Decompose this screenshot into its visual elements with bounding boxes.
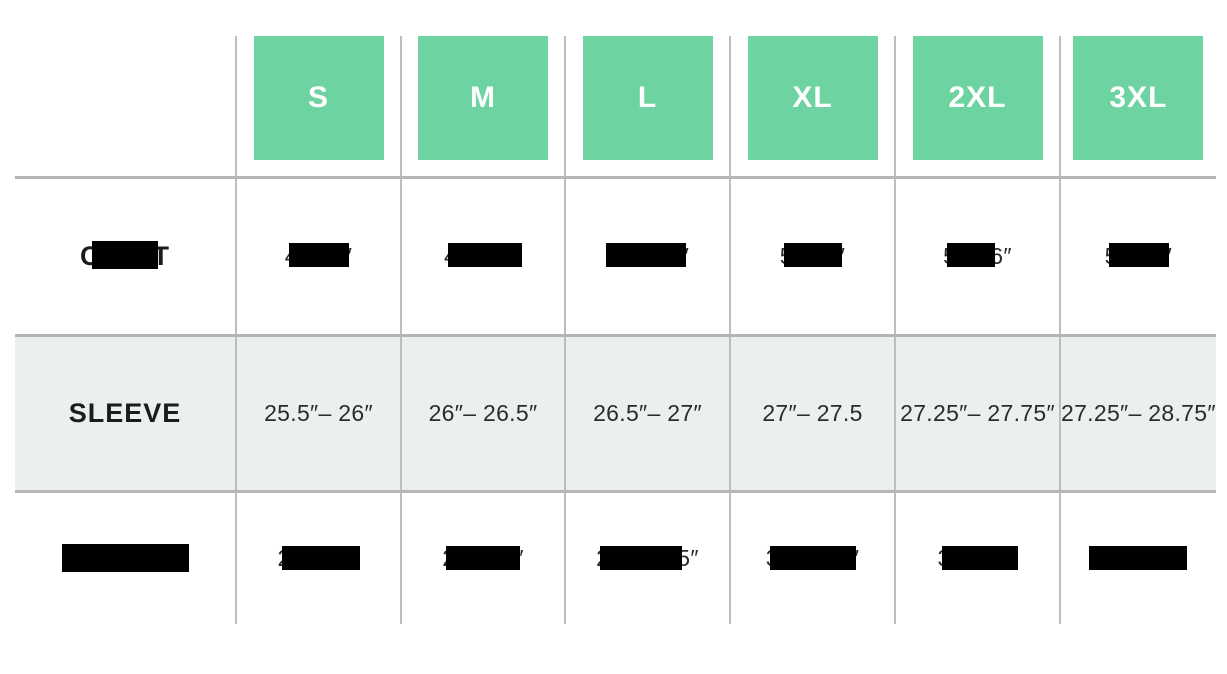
row-label-sleeve: SLEEVE xyxy=(15,333,236,491)
redaction-bar xyxy=(783,243,842,268)
redaction-bar xyxy=(1089,545,1188,570)
redaction-bar xyxy=(941,545,1018,570)
cell-redacted-row-m: 2″ xyxy=(400,489,565,624)
cell-chest-s: 4″ xyxy=(235,175,401,335)
size-header-l: L xyxy=(564,36,730,177)
size-header-m: M xyxy=(400,36,565,177)
cell-chest-m: 4 xyxy=(400,175,565,335)
redaction-bar xyxy=(288,243,349,268)
cell-chest-3xl: 5″ xyxy=(1059,175,1216,335)
size-badge-xl: XL xyxy=(747,36,878,160)
visible-text-fragment: 27.25″– 28.75″ xyxy=(1061,399,1216,426)
corner-cell xyxy=(15,36,236,177)
size-header-s: S xyxy=(235,36,401,177)
visible-text-fragment: 26″– 26.5″ xyxy=(428,399,538,426)
cell-sleeve-xl: 27″– 27.5 xyxy=(729,333,895,491)
size-badge-2xl: 2XL xyxy=(912,36,1043,160)
cell-chest-xl: 5″ xyxy=(729,175,895,335)
size-header-2xl: 2XL xyxy=(894,36,1060,177)
visible-text-fragment: 26.5″– 27″ xyxy=(593,399,702,426)
redaction-bar xyxy=(448,243,523,268)
cell-sleeve-l: 26.5″– 27″ xyxy=(564,333,730,491)
table-row-redacted-row: 22″25″3″3 xyxy=(15,489,1216,624)
visible-text-fragment: SLEEVE xyxy=(68,397,182,428)
cell-sleeve-2xl: 27.25″– 27.75″ xyxy=(894,333,1060,491)
header-row: S M L XL 2XL 3XL xyxy=(15,36,1216,177)
redaction-bar xyxy=(61,543,189,572)
size-badge-l: L xyxy=(582,36,713,160)
row-label-redacted-row xyxy=(15,489,236,624)
redaction-bar xyxy=(769,545,856,570)
cell-redacted-row-xl: 3″ xyxy=(729,489,895,624)
size-badge-m: M xyxy=(418,36,548,160)
visible-text-fragment: 27.25″– 27.75″ xyxy=(900,399,1055,426)
visible-text-fragment: 27″– 27.5 xyxy=(762,399,863,426)
cell-sleeve-s: 25.5″– 26″ xyxy=(235,333,401,491)
visible-text-fragment: 6″ xyxy=(990,242,1012,269)
visible-text-fragment: 5″ xyxy=(677,544,699,571)
table-row-chest: CT4″4″5″56″5″ xyxy=(15,175,1216,335)
size-header-3xl: 3XL xyxy=(1059,36,1216,177)
size-badge-label: L xyxy=(637,81,658,114)
cell-chest-l: ″ xyxy=(564,175,730,335)
redaction-bar xyxy=(605,243,686,268)
redaction-bar xyxy=(947,243,996,268)
redaction-bar xyxy=(91,241,158,270)
size-header-xl: XL xyxy=(729,36,895,177)
redaction-bar xyxy=(1108,243,1169,268)
redaction-bar xyxy=(281,545,360,570)
size-badge-3xl: 3XL xyxy=(1073,36,1204,160)
size-badge-label: S xyxy=(307,81,329,114)
table-row-sleeve: SLEEVE 25.5″– 26″ 26″– 26.5″ 26.5″– 27″ 27″–… xyxy=(15,333,1216,491)
size-header-row: S M L XL 2XL 3XL xyxy=(15,36,1216,177)
redaction-bar xyxy=(446,545,521,570)
size-badge-label: 2XL xyxy=(948,81,1007,114)
size-badge-label: XL xyxy=(792,81,833,114)
redaction-bar xyxy=(600,545,683,570)
cell-redacted-row-s: 2 xyxy=(235,489,401,624)
cell-redacted-row-l: 25″ xyxy=(564,489,730,624)
visible-text-fragment: 25.5″– 26″ xyxy=(264,399,373,426)
cell-redacted-row-3xl xyxy=(1059,489,1216,624)
size-badge-label: M xyxy=(470,81,496,114)
cell-chest-2xl: 56″ xyxy=(894,175,1060,335)
cell-sleeve-m: 26″– 26.5″ xyxy=(400,333,565,491)
cell-redacted-row-2xl: 3 xyxy=(894,489,1060,624)
size-badge-label: 3XL xyxy=(1109,81,1168,114)
cell-sleeve-3xl: 27.25″– 28.75″ xyxy=(1059,333,1216,491)
size-badge-s: S xyxy=(253,36,384,160)
